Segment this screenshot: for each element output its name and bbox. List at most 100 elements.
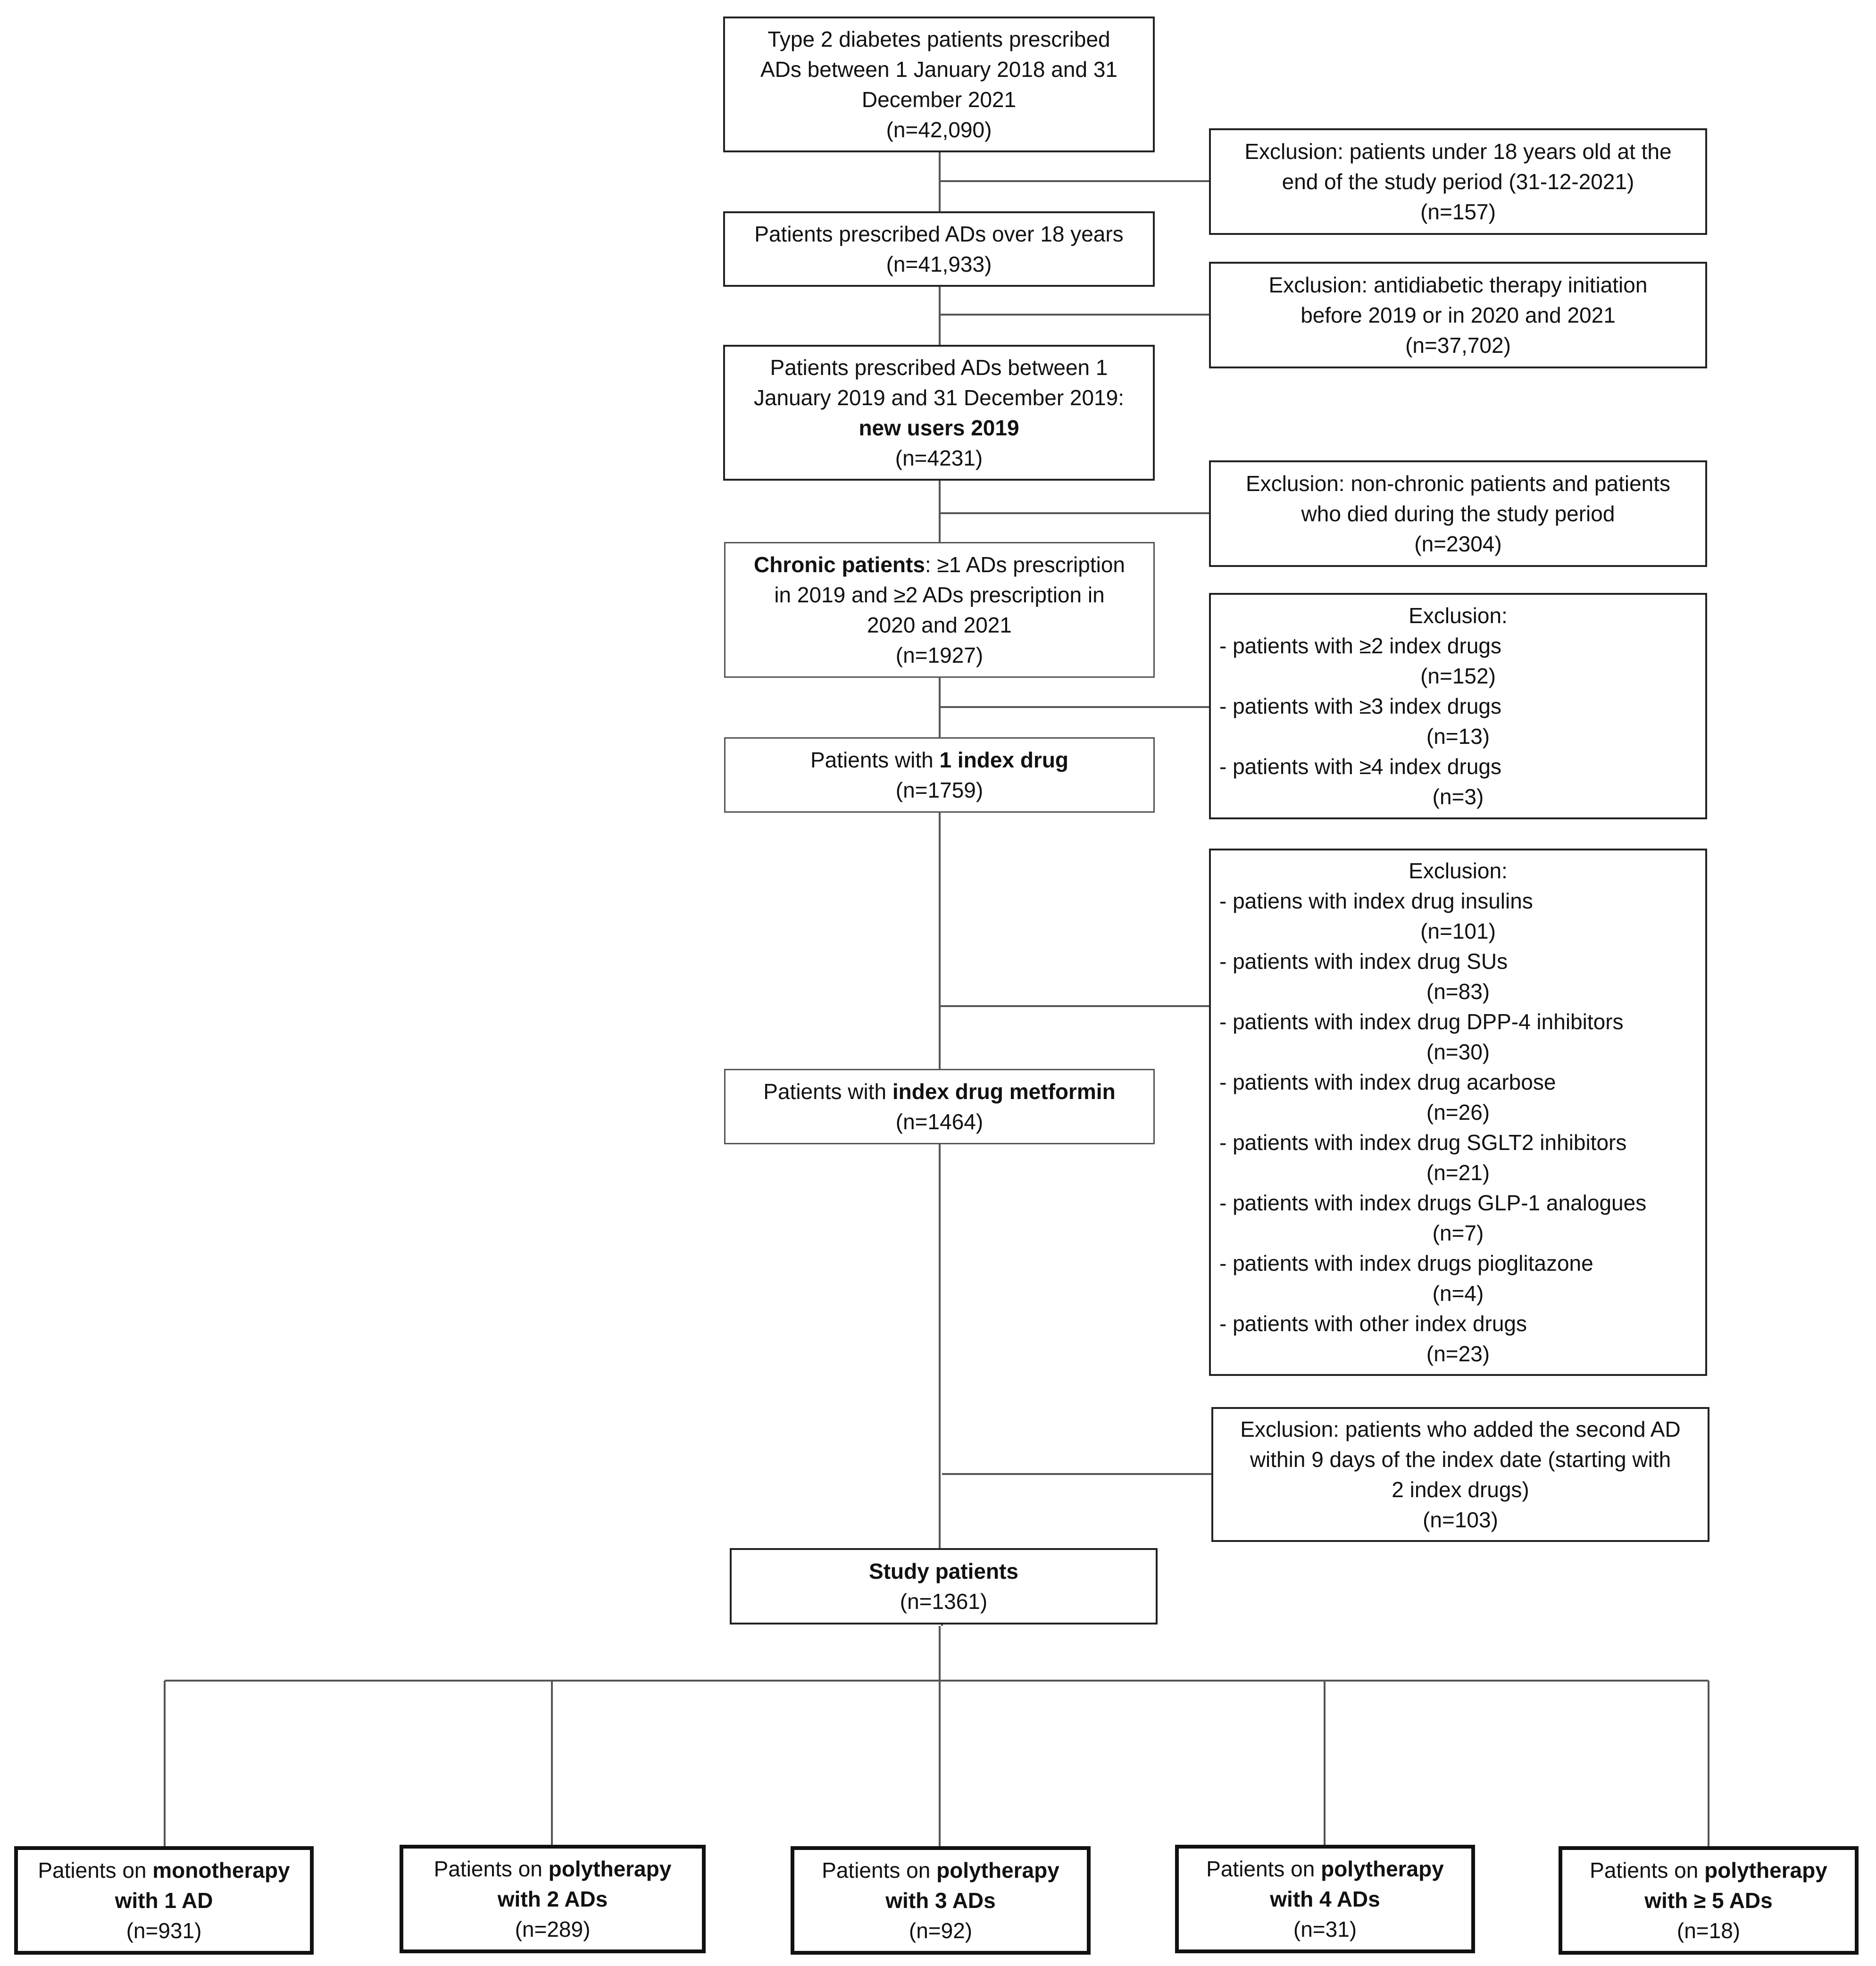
- exclusion-line: - patients with index drugs pioglitazone: [1219, 1251, 1593, 1275]
- exclusion-line: (n=157): [1420, 200, 1496, 224]
- flow-box-line: Study patients: [869, 1556, 1018, 1586]
- exclusion-line: (n=3): [1432, 784, 1484, 809]
- exclusion-line: Exclusion: patients under 18 years old a…: [1244, 139, 1672, 164]
- flow-box-text: Patients prescribed ADs over 18 years: [754, 222, 1124, 246]
- exclusion-line: Exclusion: patients who added the second…: [1240, 1417, 1681, 1441]
- flow-box-text: index drug metformin: [892, 1079, 1116, 1104]
- flow-box-line: in 2019 and ≥2 ADs prescription in: [774, 580, 1104, 610]
- exclusion-line: (n=26): [1426, 1100, 1490, 1125]
- flow-box-text: (n=41,933): [886, 252, 992, 276]
- outcome-box-line: Patients on polytherapy: [822, 1855, 1059, 1885]
- flow-box-line: December 2021: [862, 84, 1016, 115]
- flow-box-line: Type 2 diabetes patients prescribed: [767, 24, 1110, 54]
- outcome-box-text: with 1 AD: [115, 1888, 213, 1913]
- exclusion-line: (n=2304): [1414, 532, 1502, 556]
- outcome-box-text: with 3 ADs: [885, 1888, 996, 1913]
- outcome-box-text: Patients on: [38, 1858, 153, 1883]
- exclusion-line: Exclusion: non-chronic patients and pati…: [1245, 471, 1671, 496]
- flow-box-line: Patients with index drug metformin: [763, 1076, 1115, 1107]
- outcome-box-line: with ≥ 5 ADs: [1644, 1885, 1772, 1916]
- exclusion-line: (n=30): [1426, 1040, 1490, 1064]
- flow-box-line: Patients prescribed ADs between 1: [770, 352, 1108, 383]
- flow-box-text: 2020 and 2021: [867, 613, 1012, 637]
- outcome-box-polytherapy-5-plus-ads: Patients on polytherapy with ≥ 5 ADs (n=18…: [1559, 1846, 1859, 1955]
- outcome-box-text: (n=31): [1293, 1917, 1357, 1941]
- outcome-box-line: (n=931): [126, 1916, 202, 1946]
- outcome-box-line: with 2 ADs: [498, 1884, 608, 1914]
- exclusion-box-therapy-initiation: Exclusion: antidiabetic therapy initiati…: [1209, 262, 1707, 368]
- flow-box-line: Chronic patients: ≥1 ADs prescription: [754, 550, 1125, 580]
- outcome-box-line: with 1 AD: [115, 1885, 213, 1916]
- outcome-box-line: Patients on polytherapy: [434, 1854, 672, 1884]
- flow-box-text: (n=1464): [895, 1109, 984, 1134]
- outcome-box-line: (n=289): [515, 1914, 591, 1944]
- flow-box-text: : ≥1 ADs prescription: [925, 552, 1126, 577]
- outcome-box-line: (n=18): [1677, 1916, 1740, 1946]
- outcome-box-text: monotherapy: [152, 1858, 290, 1883]
- outcome-box-line: (n=31): [1293, 1914, 1357, 1944]
- exclusion-box-second-ad-within-9-days: Exclusion: patients who added the second…: [1211, 1407, 1709, 1542]
- outcome-box-monotherapy-1-ad: Patients on monotherapy with 1 AD (n=931): [14, 1846, 314, 1955]
- outcome-box-text: Patients on: [822, 1858, 937, 1883]
- exclusion-line: Exclusion:: [1409, 858, 1508, 883]
- flow-box-line: (n=42,090): [886, 115, 992, 145]
- outcome-box-text: Patients on: [434, 1857, 549, 1881]
- outcome-box-text: Patients on: [1590, 1858, 1705, 1883]
- exclusion-line: 2 index drugs): [1392, 1477, 1529, 1502]
- exclusion-line: - patiens with index drug insulins: [1219, 889, 1533, 913]
- outcome-box-text: polytherapy: [936, 1858, 1059, 1883]
- flow-box-text: Study patients: [869, 1559, 1018, 1583]
- flow-box-text: Patients with: [763, 1079, 892, 1104]
- flow-box-study-patients: Study patients(n=1361): [730, 1548, 1158, 1624]
- flow-box-line: January 2019 and 31 December 2019:: [754, 383, 1124, 413]
- exclusion-line: - patients with ≥3 index drugs: [1219, 694, 1501, 718]
- exclusion-line: (n=13): [1426, 724, 1490, 749]
- outcome-box-text: with 2 ADs: [497, 1887, 608, 1911]
- flow-box-line: (n=1464): [896, 1107, 983, 1137]
- outcome-box-line: (n=92): [909, 1916, 972, 1946]
- outcome-box-text: with ≥ 5 ADs: [1644, 1888, 1773, 1913]
- exclusion-line: (n=101): [1420, 919, 1496, 943]
- outcome-box-line: Patients on monotherapy: [38, 1855, 290, 1885]
- outcome-box-polytherapy-3-ads: Patients on polytherapy with 3 ADs (n=92): [791, 1846, 1091, 1955]
- flow-box-text: Type 2 diabetes patients prescribed: [767, 27, 1110, 51]
- flow-box-line: (n=1759): [896, 775, 983, 805]
- outcome-box-text: (n=931): [126, 1918, 202, 1943]
- outcome-box-line: Patients on polytherapy: [1590, 1855, 1827, 1885]
- flow-box-line: Patients with 1 index drug: [810, 745, 1068, 775]
- flow-box-line: 2020 and 2021: [867, 610, 1012, 640]
- outcome-box-line: Patients on polytherapy: [1206, 1854, 1444, 1884]
- exclusion-line: - patients with index drug DPP-4 inhibit…: [1219, 1009, 1624, 1034]
- exclusion-line: (n=7): [1432, 1221, 1484, 1245]
- outcome-box-text: polytherapy: [1321, 1857, 1444, 1881]
- exclusion-line: Exclusion:: [1409, 603, 1508, 628]
- exclusion-line: - patients with index drug SGLT2 inhibit…: [1219, 1130, 1627, 1155]
- flow-box-line: (n=4231): [895, 443, 983, 473]
- flow-box-line: ADs between 1 January 2018 and 31: [760, 54, 1117, 84]
- flow-box-text: Patients with: [810, 748, 940, 772]
- outcome-box-polytherapy-2-ads: Patients on polytherapy with 2 ADs (n=289): [400, 1845, 706, 1953]
- exclusion-line: - patients with index drug acarbose: [1219, 1070, 1556, 1094]
- outcome-box-text: polytherapy: [1704, 1858, 1827, 1883]
- outcome-box-text: (n=92): [909, 1918, 973, 1943]
- flow-box-text: December 2021: [861, 87, 1017, 112]
- flow-box-text: (n=4231): [895, 446, 983, 470]
- exclusion-line: (n=83): [1426, 979, 1490, 1004]
- flow-box-line: Patients prescribed ADs over 18 years: [754, 219, 1123, 249]
- exclusion-line: - patients with ≥4 index drugs: [1219, 754, 1501, 779]
- exclusion-line: within 9 days of the index date (startin…: [1250, 1447, 1671, 1472]
- exclusion-line: (n=152): [1420, 664, 1496, 688]
- exclusion-line: who died during the study period: [1301, 501, 1615, 526]
- exclusion-line: (n=4): [1432, 1281, 1484, 1306]
- flow-box-adults: Patients prescribed ADs over 18 years (n=…: [723, 211, 1155, 287]
- exclusion-line: - patients with index drugs GLP-1 analog…: [1219, 1191, 1647, 1215]
- flow-box-text: new users 2019: [859, 416, 1019, 440]
- flow-box-line: (n=41,933): [886, 249, 992, 279]
- flow-box-text: (n=42,090): [886, 117, 992, 142]
- exclusion-line: (n=23): [1426, 1341, 1490, 1366]
- flow-box-text: Patients prescribed ADs between 1: [770, 355, 1108, 380]
